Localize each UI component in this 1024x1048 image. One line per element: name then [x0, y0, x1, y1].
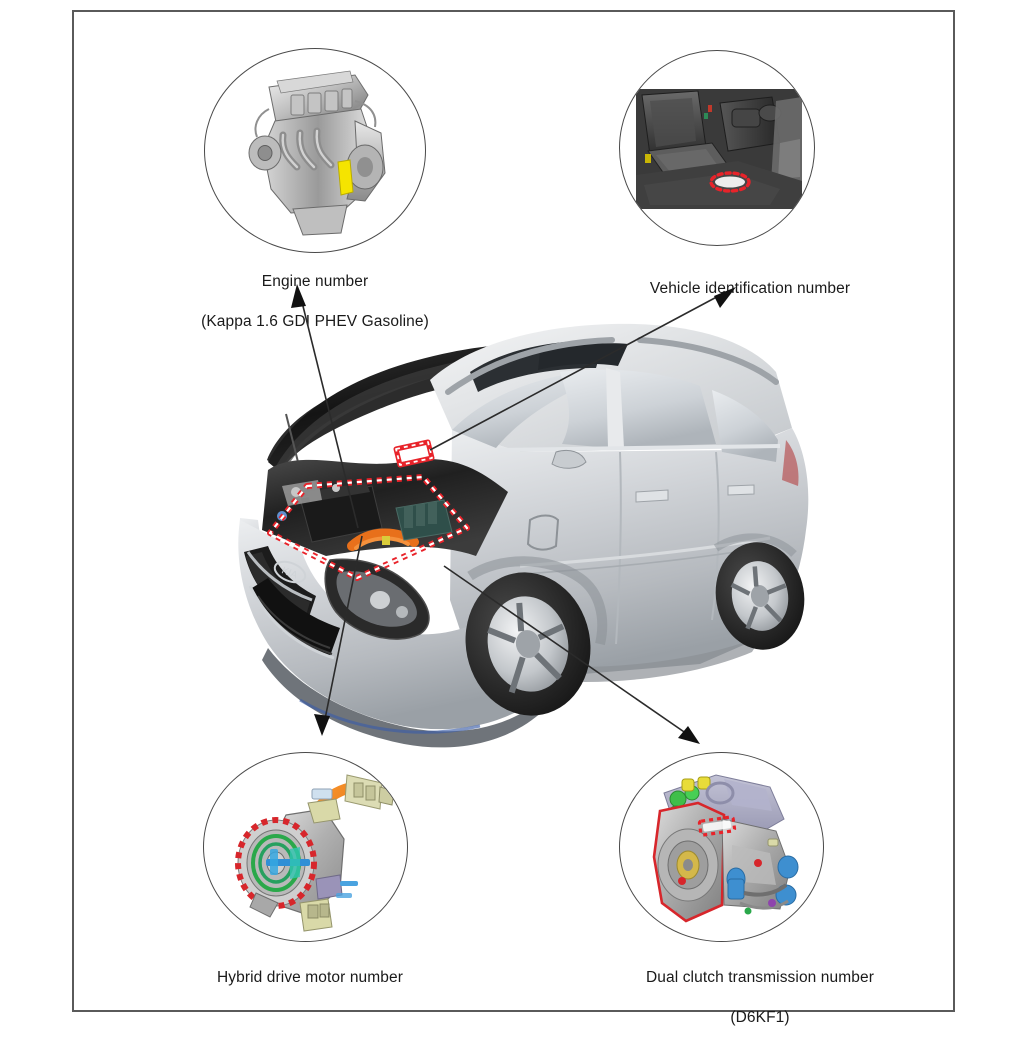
caption-dct-subtitle: (D6KF1) — [730, 1009, 790, 1026]
caption-dct-title: Dual clutch transmission number — [646, 969, 874, 986]
dct-number-marker — [697, 815, 737, 837]
diagram-page: Engine number (Kappa 1.6 GDI PHEV Gasoli… — [72, 10, 955, 1026]
caption-dual-clutch-transmission-number: Dual clutch transmission number (D6KF1) — [600, 948, 920, 1048]
callout-circle-vehicle-identification-number — [619, 50, 815, 246]
caption-vin-title: Vehicle identification number — [649, 280, 851, 297]
callout-circle-engine-number — [204, 48, 426, 253]
caption-hybrid-drive-motor-number: Hybrid drive motor number — [175, 948, 445, 1008]
callout-circle-dual-clutch-transmission-number — [619, 752, 824, 942]
vin-plate-marker — [709, 171, 751, 193]
caption-engine-number: Engine number (Kappa 1.6 GDI PHEV Gasoli… — [155, 252, 475, 352]
interior-seat-photo — [636, 89, 802, 209]
caption-engine-number-title: Engine number — [261, 273, 369, 290]
hybrid-motor-cutaway — [235, 774, 395, 932]
caption-hybrid-motor-title: Hybrid drive motor number — [217, 969, 403, 986]
dct-cutaway — [652, 774, 799, 923]
engine-photo — [248, 70, 386, 236]
engine-number-marker — [337, 159, 354, 196]
callout-circle-hybrid-drive-motor-number — [203, 752, 408, 942]
caption-vehicle-identification-number: Vehicle identification number — [600, 259, 900, 319]
caption-engine-number-subtitle: (Kappa 1.6 GDI PHEV Gasoline) — [201, 313, 429, 330]
